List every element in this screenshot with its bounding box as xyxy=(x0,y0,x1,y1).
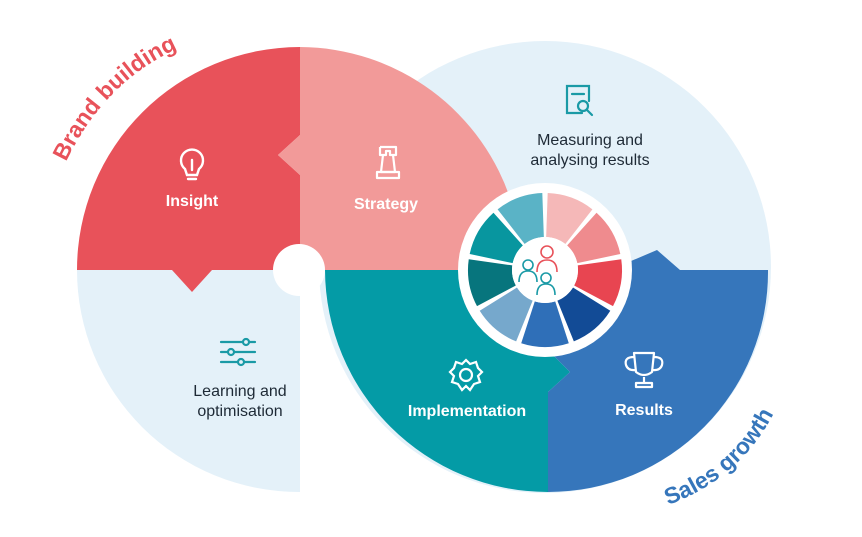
measuring-label-line2: analysing results xyxy=(530,152,649,169)
center-wheel xyxy=(458,183,632,357)
learning-label-line2: optimisation xyxy=(197,403,282,420)
wheel-slice xyxy=(557,287,611,342)
trophy-icon xyxy=(624,351,664,389)
wheel-slice xyxy=(468,259,516,307)
implementation-label: Implementation xyxy=(408,403,526,420)
wheel-slice xyxy=(469,212,523,264)
wheel-slice xyxy=(521,301,569,347)
center-gap-circle xyxy=(273,244,325,296)
chess-rook-icon xyxy=(375,145,401,180)
strategy-segment xyxy=(278,47,512,270)
learning-quadrant xyxy=(77,270,300,493)
insight-label: Insight xyxy=(166,193,219,210)
document-search-icon xyxy=(565,84,594,117)
gear-icon xyxy=(448,358,484,392)
wheel-slice xyxy=(567,212,621,264)
sliders-icon xyxy=(219,337,257,367)
insight-segment xyxy=(77,47,300,292)
lightbulb-icon xyxy=(179,148,205,181)
wheel-slice xyxy=(574,259,622,307)
people-icon xyxy=(518,245,558,296)
measuring-label-line1: Measuring and xyxy=(537,132,643,149)
strategy-label: Strategy xyxy=(354,196,418,213)
learning-label-line1: Learning and xyxy=(193,383,286,400)
wheel-inner-circle xyxy=(512,237,578,303)
wheel-slice xyxy=(497,193,544,244)
results-label: Results xyxy=(615,402,673,419)
wheel-slice xyxy=(546,193,593,244)
wheel-slice xyxy=(479,287,533,342)
